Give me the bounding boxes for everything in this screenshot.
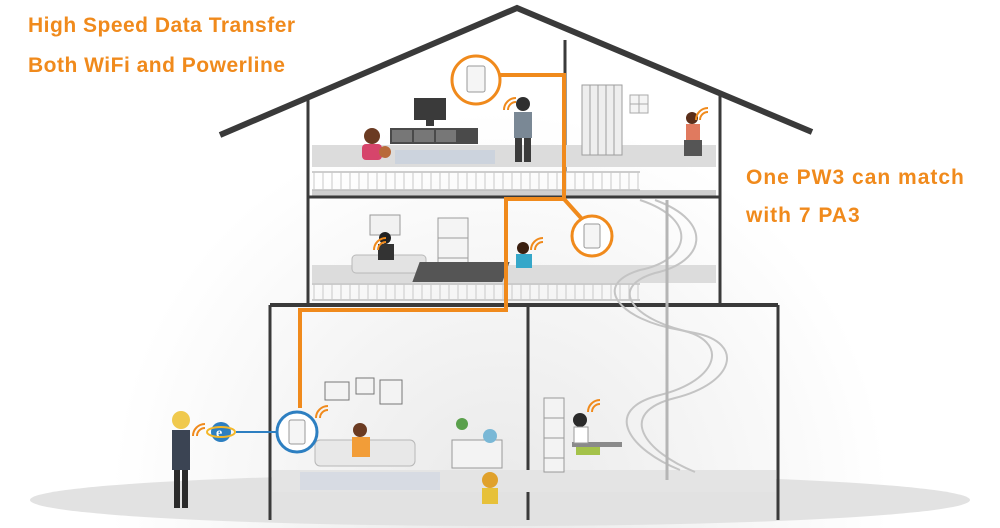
person-reading	[684, 112, 702, 156]
internet-explorer-icon: e	[206, 422, 236, 442]
child-with-toy	[482, 472, 498, 504]
headline-line-1: High Speed Data Transfer	[28, 14, 296, 37]
rug-top	[395, 150, 495, 164]
spiral-staircase	[613, 199, 728, 480]
side-note-line-2: with 7 PA3	[746, 204, 861, 227]
headline-line-2: Both WiFi and Powerline	[28, 54, 286, 77]
person-laptop-sofa	[378, 232, 394, 260]
powerline-adapter-ground	[275, 410, 319, 454]
rug-middle	[412, 262, 510, 282]
side-note-line-1: One PW3 can match	[746, 166, 965, 189]
wifi-icon	[192, 97, 709, 437]
powerline-path	[298, 73, 566, 408]
person-girl-teddy	[362, 128, 391, 160]
powerline-adapter-top	[450, 54, 502, 106]
roof	[218, 4, 814, 138]
middle-floor	[270, 265, 778, 307]
desk-person-laptop	[572, 413, 622, 455]
svg-text:e: e	[216, 426, 222, 441]
person-outside	[172, 411, 190, 508]
powerline-adapter-middle	[570, 214, 614, 258]
person-floor-laptop	[516, 242, 532, 268]
sofa-middle	[351, 214, 427, 274]
window-small	[629, 94, 649, 114]
person-sofa-tablet	[352, 423, 370, 457]
wall-frames	[324, 377, 403, 405]
rug-ground	[300, 472, 440, 490]
person-standing-tablet	[514, 97, 532, 162]
shelf-ground	[451, 418, 503, 469]
tv-cabinet	[390, 98, 478, 144]
bookshelf-ground	[543, 397, 565, 473]
radiator	[581, 84, 623, 156]
